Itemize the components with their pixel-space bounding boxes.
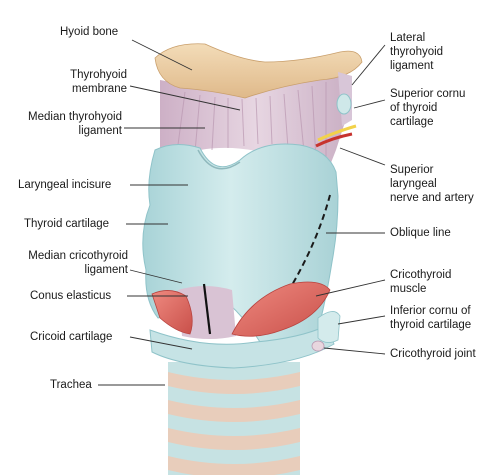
- label-thyroid-cartilage: Thyroid cartilage: [24, 218, 110, 230]
- label-inferior-cornu: Inferior cornu of thyroid cartilage: [390, 305, 472, 331]
- median-cricothyroid-ligament: [202, 283, 212, 335]
- inferior-cornu: [317, 311, 341, 343]
- leader-hyoid-bone: [131, 39, 193, 71]
- cricothyroid-joint: [311, 340, 325, 352]
- leader-inferior-cornu: [337, 315, 386, 325]
- hyoid-bone: [154, 43, 363, 99]
- label-lateral-thyrohyoid-ligament: Lateral thyrohyoid ligament: [390, 32, 444, 72]
- label-trachea: Trachea: [50, 379, 92, 391]
- leader-lateral-thyrohyoid-ligament: [351, 44, 386, 86]
- trachea: [168, 362, 300, 475]
- leader-superior-laryngeal-nerve-artery: [339, 147, 386, 166]
- cricothyroid-muscle: [231, 281, 331, 337]
- leader-superior-cornu: [353, 99, 386, 109]
- label-hyoid-bone: Hyoid bone: [60, 26, 119, 38]
- cricoid-cartilage: [149, 325, 335, 369]
- superior-cornu: [336, 93, 352, 115]
- label-cricothyroid-joint: Cricothyroid joint: [390, 348, 476, 360]
- label-cricothyroid-muscle: Cricothyroid muscle: [390, 269, 452, 295]
- cricothyroid-muscle-left: [151, 290, 193, 335]
- leader-cricothyroid-joint: [323, 347, 386, 355]
- leader-lines: [98, 39, 386, 386]
- leader-median-cricothyroid-ligament: [129, 269, 183, 284]
- label-conus-elasticus: Conus elasticus: [30, 290, 112, 302]
- label-oblique-line: Oblique line: [390, 227, 451, 239]
- leader-cricoid-cartilage: [129, 336, 193, 350]
- label-median-cricothyroid-ligament: Median cricothyroid ligament: [28, 250, 128, 276]
- superior-laryngeal-nerve-artery: [315, 124, 357, 148]
- label-superior-cornu: Superior cornu of thyroid cartilage: [390, 88, 466, 128]
- label-median-thyrohyoid-ligament: Median thyrohyoid ligament: [28, 111, 122, 137]
- label-cricoid-cartilage: Cricoid cartilage: [30, 331, 113, 343]
- leader-thyrohyoid-membrane: [129, 85, 241, 111]
- leader-cricothyroid-muscle: [315, 279, 386, 297]
- laryngeal-incisure: [197, 149, 241, 170]
- label-thyrohyoid-membrane: Thyrohyoid membrane: [70, 69, 127, 95]
- label-superior-laryngeal-nerve-artery: Superior laryngeal nerve and artery: [390, 164, 474, 204]
- label-laryngeal-incisure: Laryngeal incisure: [18, 179, 112, 191]
